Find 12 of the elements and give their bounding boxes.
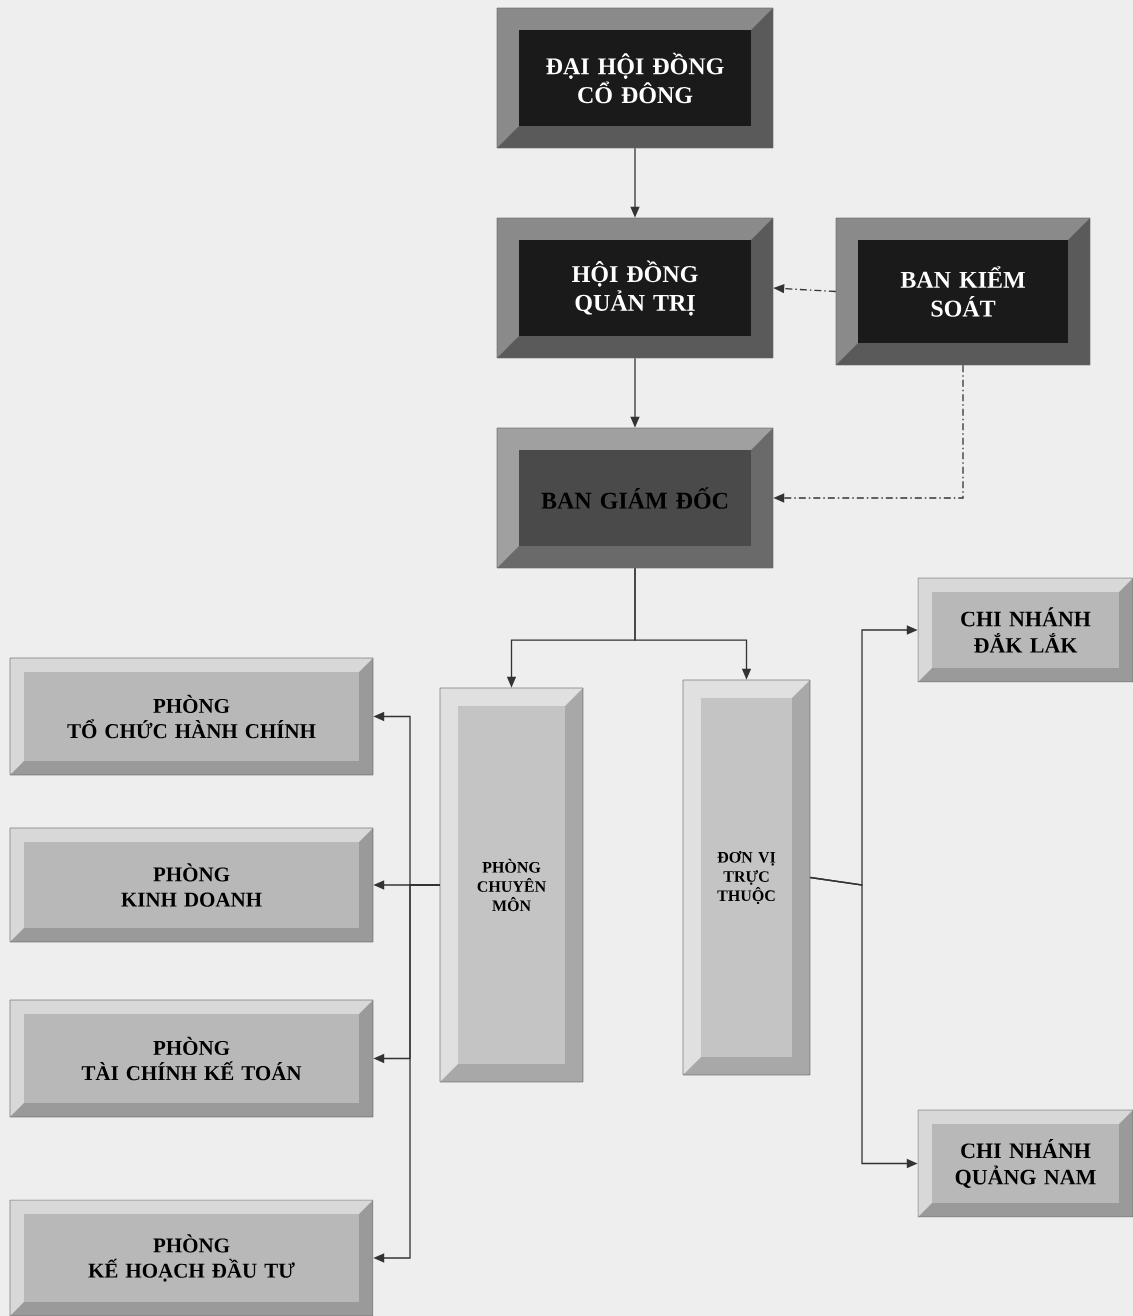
org-box: BAN KIỂM SOÁT xyxy=(835,217,1091,366)
org-box: PHÒNG TỔ CHỨC HÀNH CHÍNH xyxy=(9,657,374,776)
org-box: CHI NHÁNH QUẢNG NAM xyxy=(917,1109,1133,1218)
org-box: BAN GIÁM ĐỐC xyxy=(496,427,774,569)
org-box: CHI NHÁNH ĐẮK LẮK xyxy=(917,577,1133,683)
org-box: ĐƠN VỊ TRỰC THUỘC xyxy=(682,679,811,1076)
org-box: PHÒNG KINH DOANH xyxy=(9,827,374,943)
org-box: ĐẠI HỘI ĐỒNG CỔ ĐÔNG xyxy=(496,7,774,149)
org-box: PHÒNG TÀI CHÍNH KẾ TOÁN xyxy=(9,999,374,1118)
org-box: HỘI ĐỒNG QUẢN TRỊ xyxy=(496,217,774,359)
org-box: PHÒNG KẾ HOẠCH ĐẦU TƯ xyxy=(9,1199,374,1316)
org-box: PHÒNG CHUYÊN MÔN xyxy=(439,687,584,1083)
